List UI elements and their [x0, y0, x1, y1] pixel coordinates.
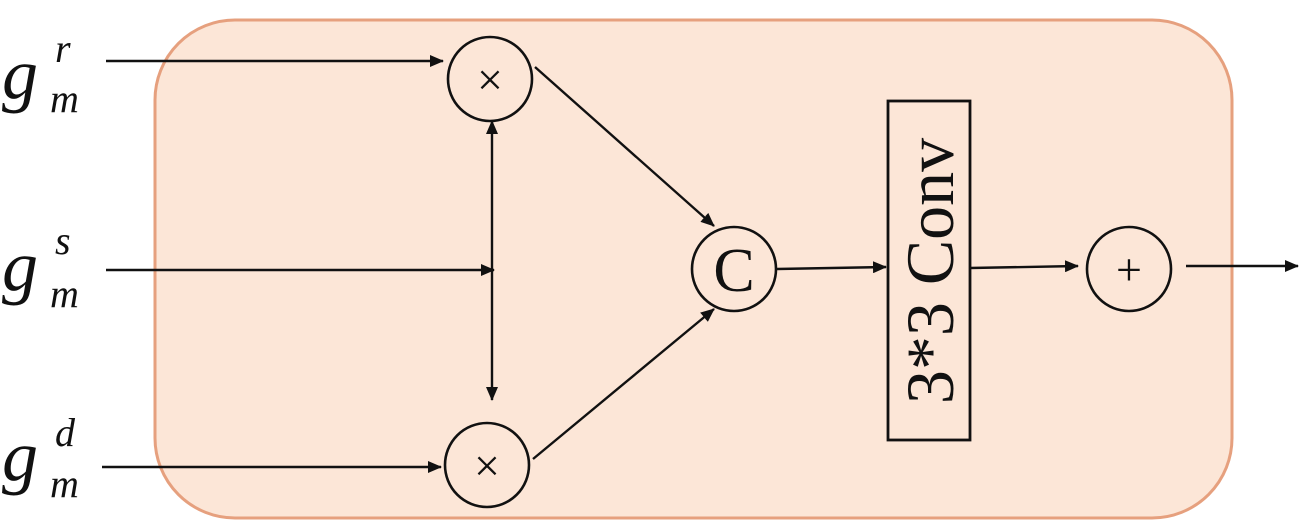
input-r-base: g: [2, 34, 38, 114]
input-d-subscript: m: [50, 461, 79, 506]
input-d-base: g: [2, 416, 38, 496]
input-d-superscript: d: [55, 410, 76, 455]
input-r-superscript: r: [55, 26, 71, 71]
arrow-concat-to-conv: [776, 261, 887, 274]
input-s-subscript: m: [50, 271, 79, 316]
concat-node: C: [690, 225, 778, 313]
input-label-d: g d m: [2, 410, 79, 506]
arrow-mult-top-to-concat: [534, 66, 715, 227]
input-s-base: g: [2, 226, 38, 306]
multiply-symbol-bottom: ×: [474, 440, 500, 491]
multiply-node-bottom: ×: [443, 421, 531, 509]
input-s-superscript: s: [55, 218, 71, 263]
input-label-s: g s m: [2, 218, 79, 316]
conv-block: 3*3 Conv: [886, 99, 972, 442]
multiply-symbol-top: ×: [477, 54, 503, 105]
conv-label: 3*3 Conv: [892, 138, 968, 404]
concat-symbol: C: [713, 237, 754, 305]
add-node: +: [1085, 225, 1173, 313]
input-r-subscript: m: [50, 76, 79, 121]
input-label-r: g r m: [2, 26, 79, 121]
arrow-conv-to-add: [969, 260, 1079, 273]
add-symbol: +: [1116, 244, 1142, 295]
multiply-node-top: ×: [446, 35, 534, 123]
arrow-mult-bottom-to-concat: [532, 308, 715, 460]
